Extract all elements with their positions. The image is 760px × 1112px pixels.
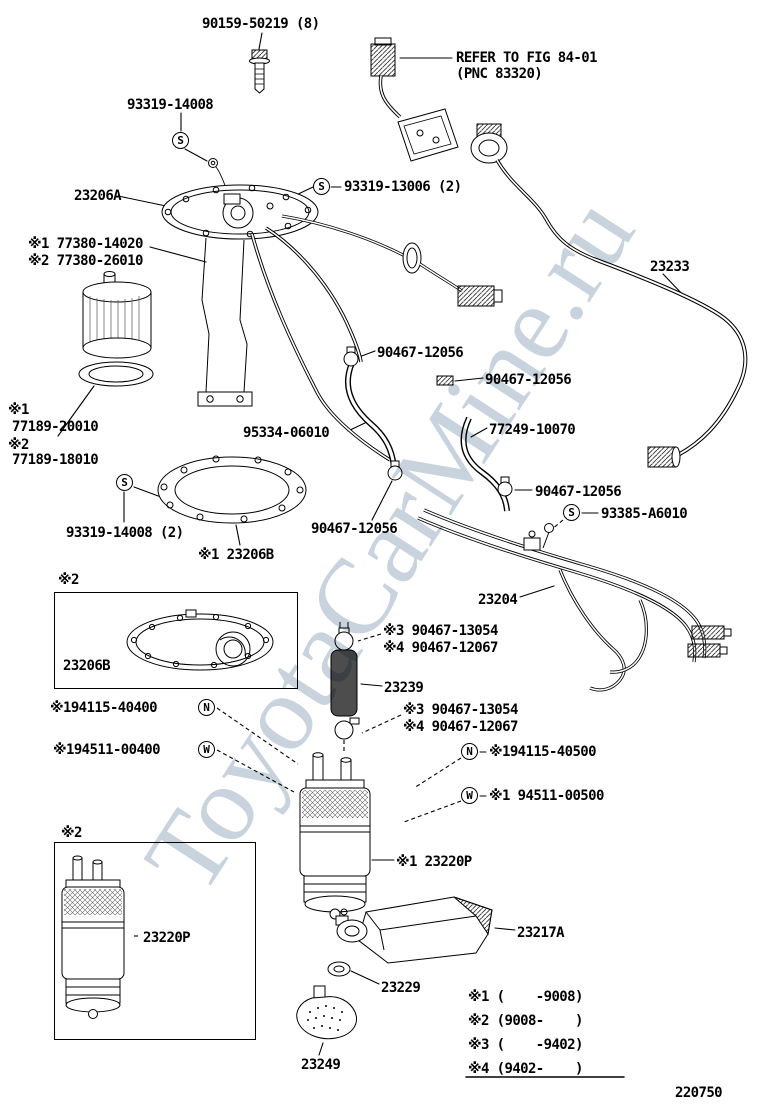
box2-variant-mark: ※2 [61,825,82,841]
part-label-23206B-main: ※1 23206B [198,547,274,563]
washer-symbol-w-right: W [461,787,478,804]
part-label-94511-00400: ※194511-00400 [53,742,161,758]
leader-lines [57,32,687,1078]
hose-95334-drawing [343,346,403,481]
legend-row-4: ※4 (9402- ) [468,1061,583,1077]
part-label-23220P-main: ※1 23220P [396,854,472,870]
bracket-23217A-drawing [335,896,493,964]
part-label-95334-06010: 95334-06010 [243,425,330,441]
part-label-94115-40400: ※194115-40400 [50,700,158,716]
part-label-93319-14008-2: 93319-14008 (2) [66,525,184,541]
part-label-77249-10070: 77249-10070 [489,422,576,438]
nut-symbol-n-right: N [461,743,478,760]
part-label-23229: 23229 [381,980,421,996]
part-label-90467-13054-a: ※3 90467-13054 [383,623,498,639]
grommet-23229-drawing [327,961,351,977]
dashed-lines [134,519,564,937]
part-label-93385-A6010: 93385-A6010 [601,506,688,522]
box1-variant-mark: ※2 [58,572,79,588]
screw-symbol-s-4: S [563,504,580,521]
part-label-23239: 23239 [384,680,424,696]
variant-mark-1: ※1 [8,402,29,418]
bolt-90159-drawing [249,49,270,94]
pipes-23204-drawing [417,508,732,692]
screw-symbol-s-1: S [172,132,189,149]
part-label-77380-26010: ※2 77380-26010 [28,253,143,269]
part-label-93319-13006: 93319-13006 (2) [344,179,462,195]
hose-77249-drawing [436,375,554,549]
part-label-90467-13054-b: ※3 90467-13054 [403,702,518,718]
fuel-pump-main-drawing [299,752,371,920]
part-label-90467-12056-b: 90467-12056 [485,372,572,388]
part-label-23206A: 23206A [74,188,122,204]
part-label-90467-12056-d: 90467-12056 [535,484,622,500]
legend-row-2: ※2 (9008- ) [468,1013,583,1029]
part-label-90467-12067-a: ※4 90467-12067 [383,640,498,656]
reference-note-line2: (PNC 83320) [456,66,543,82]
part-label-90467-12067-b: ※4 90467-12067 [403,719,518,735]
fuel-filter-drawing [78,271,154,387]
part-label-23220P-box: 23220P [143,930,191,946]
drawing-number: 220750 [675,1085,723,1101]
part-label-23217A: 23217A [517,925,565,941]
harness-connector-drawing [370,37,459,162]
legend-row-1: ※1 ( -9008) [468,989,583,1005]
part-label-23233: 23233 [650,259,690,275]
gasket-ring-drawing [157,455,307,524]
part-label-90467-12056-a: 90467-12056 [377,345,464,361]
part-label-90159-50219: 90159-50219 (8) [202,16,320,32]
alt-part-box-23220P [54,842,256,1040]
nut-symbol-n-left: N [198,699,215,716]
part-label-77189-20010: 77189-20010 [12,419,99,435]
variant-mark-2: ※2 [8,437,29,453]
washer-symbol-w-left: W [198,741,215,758]
part-label-94511-00500: ※1 94511-00500 [489,788,604,804]
screw-symbol-s-2: S [313,178,330,195]
box2-pump-drawing [61,855,125,1019]
pipe-23233-drawing [470,123,748,468]
strainer-23249-drawing [296,985,357,1040]
bracket-plate-23206A-drawing [161,158,503,462]
hose-23239-drawing [330,622,360,740]
reference-note-line1: REFER TO FIG 84-01 [456,50,598,66]
box1-plate-drawing [126,609,274,671]
legend-row-3: ※3 ( -9402) [468,1037,583,1053]
part-label-77380-14020: ※1 77380-14020 [28,236,143,252]
part-label-94115-40500: ※194115-40500 [489,744,597,760]
part-label-23206B-box: 23206B [63,658,111,674]
part-label-93319-14008: 93319-14008 [127,97,214,113]
part-label-77189-18010: 77189-18010 [12,452,99,468]
part-label-90467-12056-c: 90467-12056 [311,521,398,537]
part-label-23204: 23204 [478,592,518,608]
part-label-23249: 23249 [301,1057,341,1073]
screw-symbol-s-3: S [116,474,133,491]
alt-part-box-23206B [54,592,298,689]
